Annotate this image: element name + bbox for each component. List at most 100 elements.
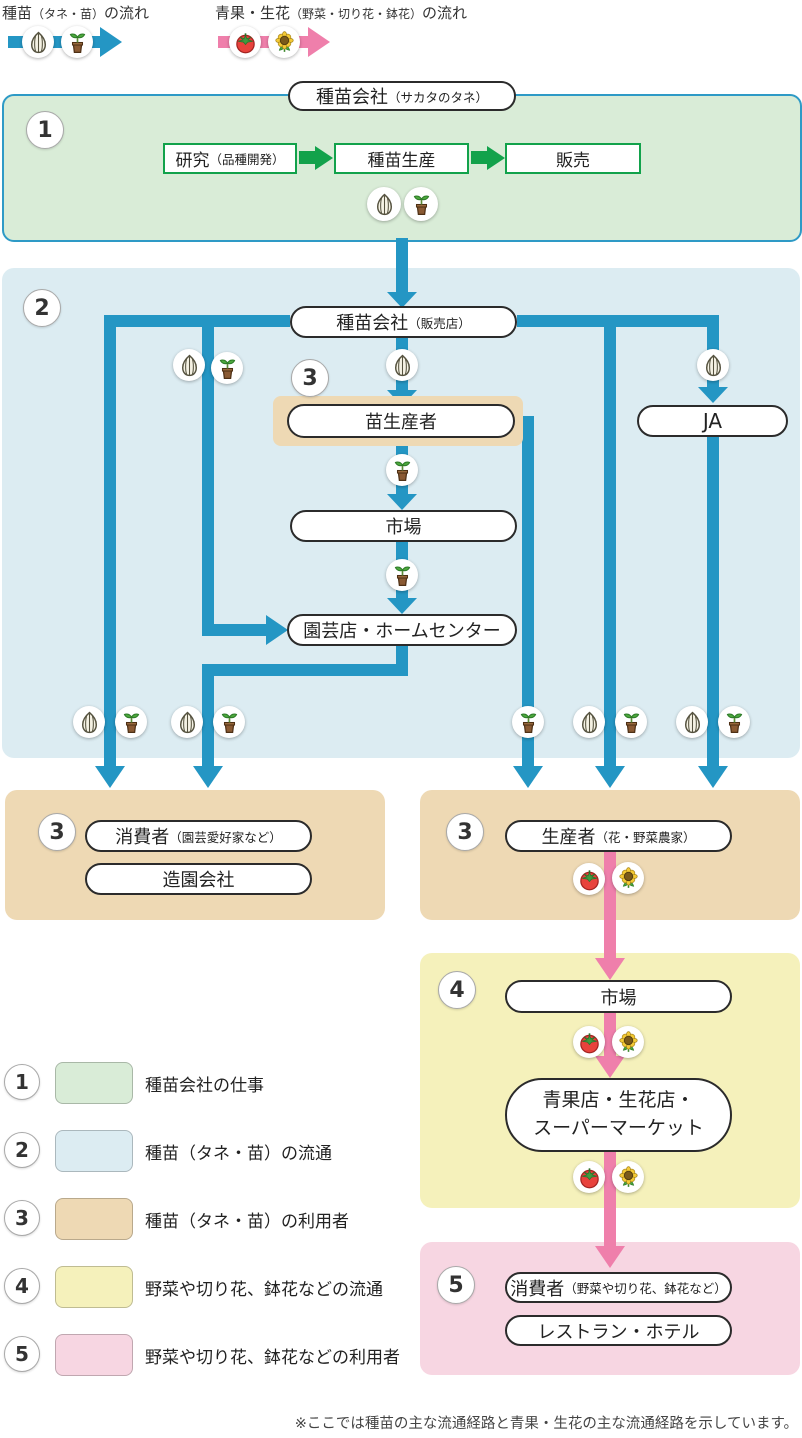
produce-flow-arrowhead [595, 1246, 625, 1268]
produce-flow-key-main: 青果・生花 [215, 4, 291, 22]
seed-flow-key-label: 種苗（タネ・苗）の流れ [2, 2, 149, 23]
garden-center-pill: 園芸店・ホームセンター [287, 614, 517, 646]
flow-arrowhead [193, 766, 223, 788]
flow-line [202, 624, 266, 636]
tomato-icon [573, 1026, 605, 1058]
produce-flow-arrowhead [595, 1056, 625, 1078]
seedling-market-pill: 市場 [290, 510, 517, 542]
flow-line [104, 315, 116, 766]
seed-icon [173, 349, 205, 381]
badge-3-right: 3 [446, 813, 484, 851]
seed-company-title-note: （サカタのタネ） [387, 89, 488, 105]
legend-label-3: 種苗（タネ・苗）の利用者 [145, 1211, 349, 1232]
flow-line [202, 664, 408, 676]
legend-swatch-3 [55, 1198, 133, 1240]
flow-line [202, 315, 214, 636]
retail-stores-pill: 青果店・生花店・ スーパーマーケット [505, 1078, 732, 1152]
footnote: ※ここでは種苗の主な流通経路と青果・生花の主な流通経路を示しています。 [294, 1416, 798, 1432]
legend-swatch-4 [55, 1266, 133, 1308]
sprout-icon [615, 706, 647, 738]
sprout-icon [211, 352, 243, 384]
produce-flow-key-label: 青果・生花（野菜・切り花・鉢花）の流れ [215, 2, 467, 23]
flow-arrowhead [95, 766, 125, 788]
sunflower-icon [612, 1161, 644, 1193]
ja-pill: JA [637, 405, 788, 437]
restaurant-hotel-pill: レストラン・ホテル [505, 1315, 732, 1346]
landscaping-company-pill: 造園会社 [85, 863, 312, 895]
step-research: 研究（品種開発） [163, 143, 297, 174]
step-sales: 販売 [505, 143, 641, 174]
consumer-hobbyist-pill: 消費者（園芸愛好家など） [85, 820, 312, 852]
tomato-icon [229, 26, 261, 58]
green-arrow-bar-2 [471, 151, 487, 164]
produce-flow-line [604, 1152, 616, 1246]
badge-5: 5 [437, 1266, 475, 1304]
sunflower-icon [612, 1026, 644, 1058]
sprout-icon [386, 559, 418, 591]
flow-line [604, 315, 616, 766]
seed-icon [367, 187, 401, 221]
seed-icon [697, 349, 729, 381]
legend-badge-4: 4 [4, 1268, 40, 1304]
seed-icon [73, 706, 105, 738]
flow-arrowhead [387, 598, 417, 614]
legend-badge-1: 1 [4, 1064, 40, 1100]
legend-badge-5: 5 [4, 1336, 40, 1372]
seed-flow-key-arrowhead [100, 27, 122, 57]
seed-icon [573, 706, 605, 738]
flow-line [517, 315, 719, 327]
legend-label-2: 種苗（タネ・苗）の流通 [145, 1143, 332, 1164]
legend-swatch-2 [55, 1130, 133, 1172]
legend-swatch-5 [55, 1334, 133, 1376]
badge-3-nursery: 3 [291, 359, 329, 397]
seed-company-title-pill: 種苗会社（サカタのタネ） [288, 81, 516, 111]
flow-arrowhead [595, 766, 625, 788]
sprout-icon [718, 706, 750, 738]
produce-flow-key-arrowhead [308, 27, 330, 57]
flow-arrowhead [698, 387, 728, 403]
seed-company-title: 種苗会社 [315, 87, 388, 108]
produce-flow-key-note: （野菜・切り花・鉢花） [290, 7, 423, 21]
sprout-icon [404, 187, 438, 221]
seed-flow-key-main: 種苗 [2, 4, 33, 22]
legend-badge-2: 2 [4, 1132, 40, 1168]
badge-1: 1 [26, 111, 64, 149]
produce-market-pill: 市場 [505, 980, 732, 1013]
badge-2: 2 [23, 289, 61, 327]
badge-4: 4 [438, 971, 476, 1009]
seed-flow-key-note: （タネ・苗） [32, 7, 105, 21]
legend-swatch-1 [55, 1062, 133, 1104]
legend-badge-3: 3 [4, 1200, 40, 1236]
sprout-icon [512, 706, 544, 738]
legend-label-4: 野菜や切り花、鉢花などの流通 [145, 1279, 383, 1300]
sprout-icon [115, 706, 147, 738]
sunflower-icon [268, 26, 300, 58]
legend-label-1: 種苗会社の仕事 [145, 1075, 264, 1096]
legend-label-5: 野菜や切り花、鉢花などの利用者 [145, 1347, 400, 1368]
seed-icon [22, 26, 54, 58]
producer-pill: 生産者（花・野菜農家） [505, 820, 732, 852]
badge-3-left: 3 [38, 813, 76, 851]
green-arrow-bar-1 [299, 151, 315, 164]
sunflower-icon [612, 862, 644, 894]
nursery-pill: 苗生産者 [287, 404, 515, 438]
seed-seller-pill: 種苗会社（販売店） [290, 306, 517, 338]
flow-line [104, 315, 290, 327]
flow-line [522, 416, 534, 766]
flow-arrowhead [387, 292, 417, 308]
produce-flow-key-suffix: の流れ [422, 4, 468, 22]
flow-arrowhead [387, 494, 417, 510]
tomato-icon [573, 1161, 605, 1193]
seed-icon [386, 349, 418, 381]
green-arrowhead-1 [315, 146, 333, 170]
flow-arrowhead [513, 766, 543, 788]
produce-consumer-pill: 消費者（野菜や切り花、鉢花など） [505, 1272, 732, 1303]
produce-flow-arrowhead [595, 958, 625, 980]
tomato-icon [573, 863, 605, 895]
flow-line [202, 664, 214, 766]
seed-icon [676, 706, 708, 738]
flow-arrowhead [698, 766, 728, 788]
seed-flow-key-suffix: の流れ [104, 4, 150, 22]
flow-line [707, 437, 719, 766]
